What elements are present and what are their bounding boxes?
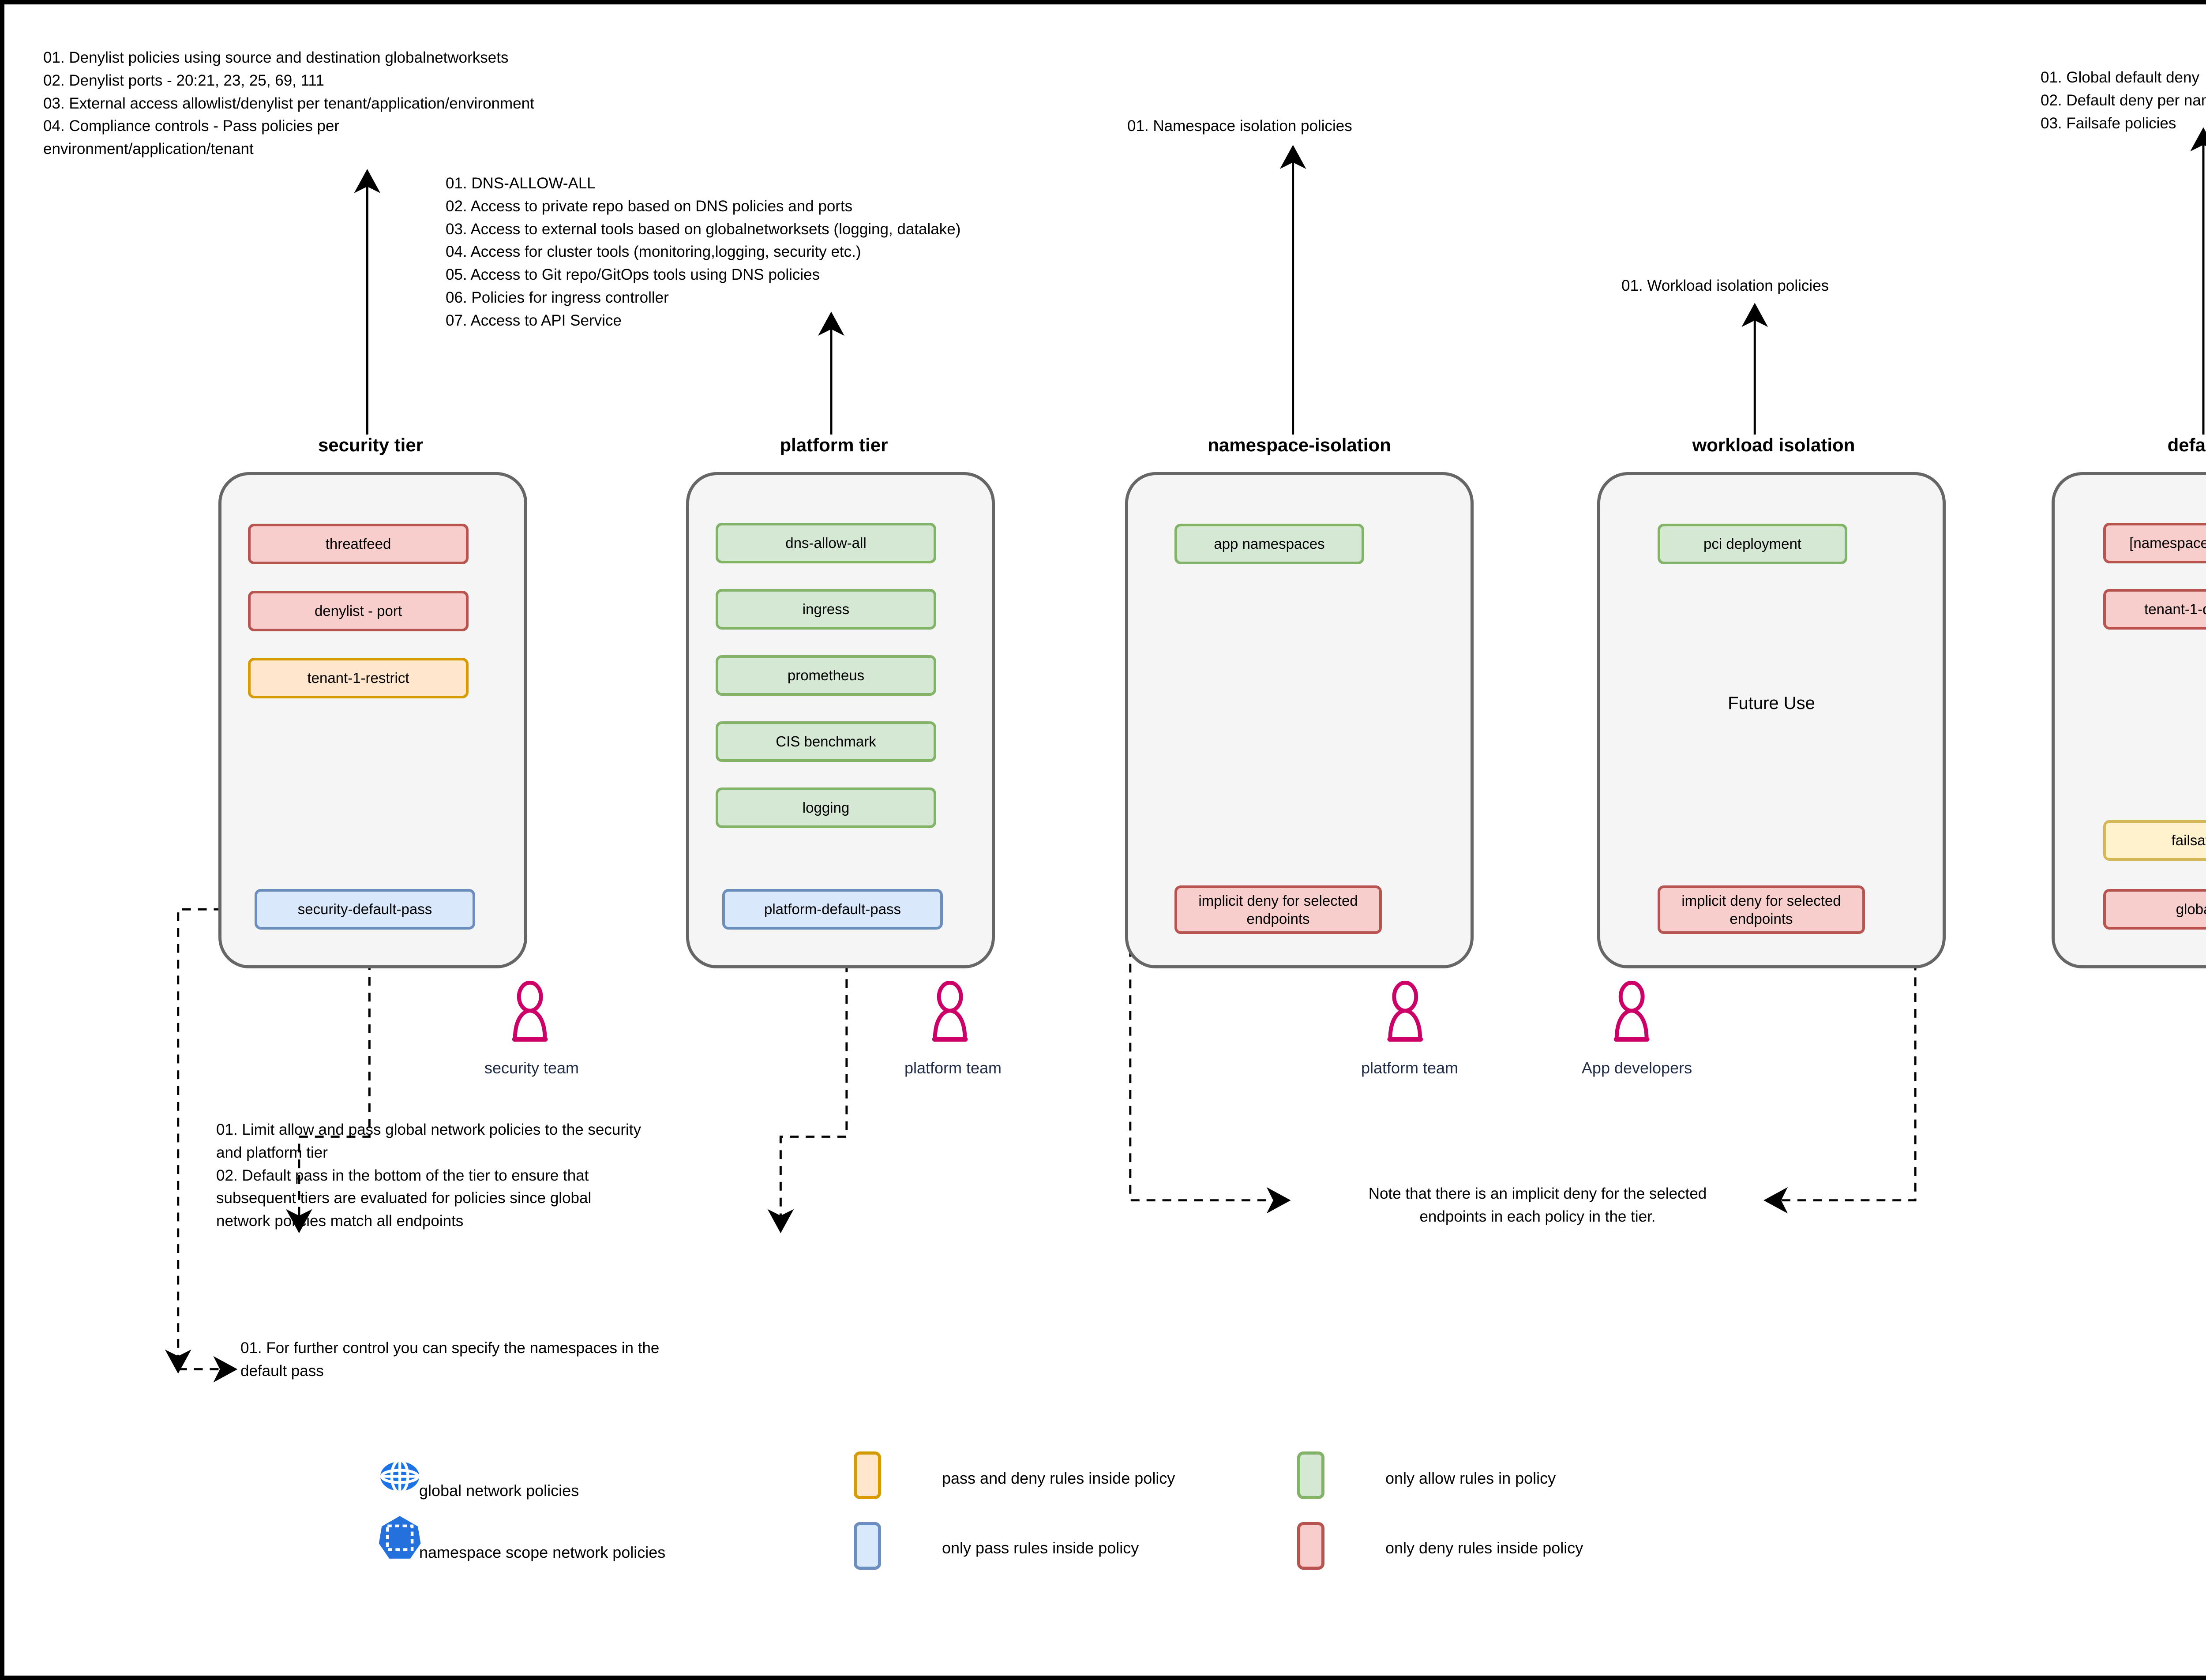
workload-body-text: Future Use [1728, 694, 1815, 713]
policy-chip-prometheus[interactable]: prometheus [716, 655, 936, 696]
legend-swatch-mixed [854, 1451, 881, 1499]
legend-swatch-deny [1297, 1522, 1324, 1570]
connector-platform-tier-to-note [767, 963, 848, 1234]
policy-chip-logging[interactable]: logging [716, 788, 936, 828]
tier-platform[interactable]: dns-allow-all ingress prometheus CIS ben… [686, 472, 995, 968]
policy-chip-cis-benchmark[interactable]: CIS benchmark [716, 721, 936, 762]
policy-chip-platform-default-pass[interactable]: platform-default-pass [722, 889, 943, 930]
avatar-platform-team [1390, 982, 1421, 1039]
policy-chip-ingress[interactable]: ingress [716, 589, 936, 630]
policy-chip-security-default-pass[interactable]: security-default-pass [255, 889, 475, 930]
policy-chip-global-deny[interactable]: global-deny [2103, 889, 2206, 930]
legend-swatch-pass [854, 1522, 881, 1570]
platform-tier-notes: 01. DNS-ALLOW-ALL 02. Access to private … [446, 175, 961, 329]
security-tier-notes: 01. Denylist policies using source and d… [43, 49, 534, 158]
implicit-deny-note: Note that there is an implicit deny for … [1368, 1185, 1707, 1225]
legend-label-namespace-scope-network-policies: namespace scope network policies [419, 1543, 666, 1561]
workload-isolation-note: 01. Workload isolation policies [1621, 277, 1829, 294]
policy-chip-failsafe-allow[interactable]: failsafe-allow [2103, 820, 2206, 861]
legend-swatch-allow [1297, 1451, 1324, 1499]
legend-label-pass-and-deny: pass and deny rules inside policy [942, 1469, 1175, 1487]
policy-chip-tenant-1-default-deny[interactable]: tenant-1-default-deny [2103, 589, 2206, 630]
team-label-platform: platform team [904, 1059, 1002, 1077]
tier-title-workload-isolation: workload isolation [1692, 435, 1855, 455]
policy-chip-tenant-1-restrict[interactable]: tenant-1-restrict [248, 658, 469, 698]
avatar-platform-team [934, 982, 965, 1039]
policy-chip-threatfeed[interactable]: threatfeed [248, 524, 469, 564]
policy-chip-namespace-default-deny[interactable]: [namespace]-default-deny [2103, 523, 2206, 563]
bottom-left-note: 01. Limit allow and pass global network … [216, 1121, 641, 1230]
team-label-security: security team [484, 1059, 579, 1077]
policy-chip-app-namespaces[interactable]: app namespaces [1174, 524, 1364, 564]
avatar-security-team [514, 982, 545, 1039]
tier-default[interactable]: [namespace]-default-deny tenant-1-defaul… [2052, 472, 2206, 968]
tier-namespace-isolation[interactable]: app namespaces implicit deny for selecte… [1125, 472, 1474, 968]
connector-security-tier-to-note [285, 961, 371, 1234]
team-label-app-developers: App developers [1581, 1059, 1692, 1077]
policy-chip-implicit-deny[interactable]: implicit deny for selected endpoints [1658, 885, 1865, 934]
legend-label-only-allow: only allow rules in policy [1385, 1469, 1556, 1487]
tier-title-default: default tier [2167, 435, 2206, 455]
namespace-isolation-note: 01. Namespace isolation policies [1127, 117, 1352, 135]
policy-chip-pci-deployment[interactable]: pci deployment [1658, 524, 1847, 564]
default-tier-notes: 01. Global default deny 02. Default deny… [2041, 69, 2206, 132]
tier-title-platform: platform tier [780, 435, 888, 455]
tier-title-namespace-isolation: namespace-isolation [1208, 435, 1391, 455]
policy-chip-implicit-deny[interactable]: implicit deny for selected endpoints [1174, 885, 1382, 934]
avatar-app-developers [1616, 982, 1647, 1039]
legend-label-only-pass: only pass rules inside policy [942, 1539, 1139, 1557]
policy-chip-denylist-port[interactable]: denylist - port [248, 591, 469, 631]
policy-chip-dns-allow-all[interactable]: dns-allow-all [716, 523, 936, 563]
default-pass-note: 01. For further control you can specify … [240, 1339, 660, 1380]
tier-workload-isolation[interactable]: pci deployment Future Use implicit deny … [1597, 472, 1946, 968]
tier-security[interactable]: threatfeed denylist - port tenant-1-rest… [218, 472, 527, 968]
legend-global-network-policy-icon [379, 1460, 421, 1492]
tier-title-security: security tier [318, 435, 424, 455]
legend-namespace-scope-network-policy-icon [379, 1516, 421, 1559]
legend-label-only-deny: only deny rules inside policy [1385, 1539, 1583, 1557]
team-label-platform: platform team [1361, 1059, 1459, 1077]
legend-label-global-network-policies: global network policies [419, 1481, 579, 1500]
